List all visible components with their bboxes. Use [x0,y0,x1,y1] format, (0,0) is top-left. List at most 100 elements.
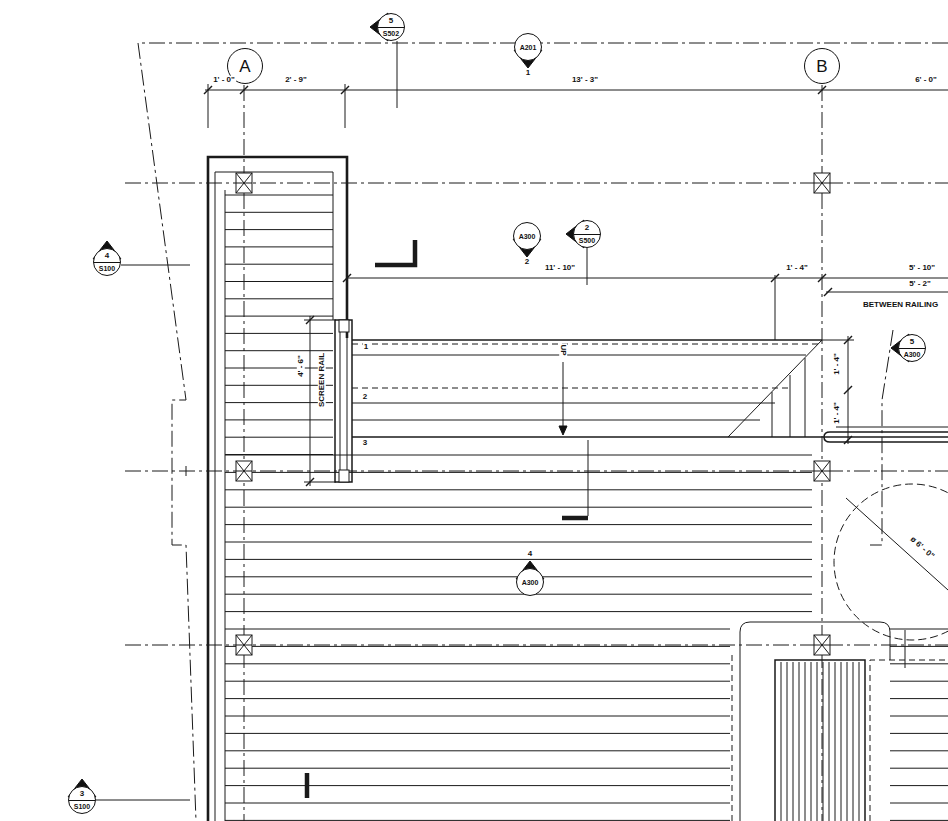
stair-tread [859,662,860,821]
grid-line [125,183,948,184]
riser-number: 2 [362,393,368,401]
dimension-text: 4' - 6" [297,354,305,378]
stair-tread [799,662,800,821]
stair-hip [728,340,822,437]
sheet-number: A300 [899,348,925,361]
column-cross [814,183,830,184]
deck-board [225,803,730,804]
landing-outline [740,622,890,821]
sheet-number: S502 [378,27,404,40]
riser-number: 1 [363,343,369,351]
deck-board [890,803,948,804]
deck-board [890,629,948,630]
section-callout: 4A300 [516,568,544,596]
extension-line [304,320,336,321]
railing [836,427,948,428]
section-callout: A3002 [513,222,541,250]
deck-board [225,663,730,664]
stair-tread [352,339,822,341]
dimension-text: 1' - 4" [785,264,809,272]
stair-riser [790,375,791,437]
deck-board [225,594,812,595]
deck-board [890,785,948,786]
stair-riser [772,392,773,437]
post-marker [339,470,349,482]
stair-tread [817,662,818,821]
deck-edge [225,190,226,821]
screen-rail [335,320,352,482]
stair-tread [823,662,824,821]
dimension-text: 1' - 0" [212,76,236,84]
section-cut [375,240,415,265]
section-callout: A2011 [514,33,542,61]
deck-board [225,385,333,386]
stair-tread [793,662,794,821]
section-leader [397,41,398,108]
column-cross [236,461,252,481]
column-marker [814,173,830,193]
deck-board [890,698,948,699]
stair-tread [835,662,836,821]
grid-label: B [805,58,839,75]
sheet-number: S100 [94,262,120,275]
deck-board [225,524,812,525]
stair-tread [352,436,948,438]
dimension-tick [824,288,832,296]
diameter-line [846,498,948,590]
deck-board [225,316,333,317]
deck-board [225,542,812,543]
screen-rail-inner [340,322,341,480]
column-cross [236,635,252,655]
stair-tread [805,662,806,821]
section-callout: 5A300 [898,334,926,362]
sheet-number: A300 [517,579,543,586]
dimension-tick [818,274,826,282]
extension-line [822,340,854,341]
column-cross [814,461,830,481]
column-cross [814,645,830,646]
deck-board [225,750,730,751]
grid-line [125,471,948,472]
column-cross [236,471,252,472]
stair-tread [811,662,812,821]
dimension-text: 13' - 3" [571,76,599,84]
column-cross [236,645,252,646]
dimension-tick [818,86,826,94]
stair-tread [352,420,760,421]
section-cut [305,773,310,798]
section-callout: 3S100 [68,786,96,814]
dimension-tick [771,274,779,282]
dimension-line [205,90,948,91]
section-callout: 2S500 [573,220,601,248]
deck-board [225,629,730,630]
deck-board [225,246,333,247]
deck-board [225,368,333,369]
section-leader [121,265,190,266]
column-cross [236,173,252,193]
deck-board [890,681,948,682]
deck-board [225,716,730,717]
detail-number: 2 [514,258,540,266]
sheet-number: S500 [574,234,600,247]
extension-line [208,84,209,128]
deck-board [225,646,730,647]
column-cross [814,635,830,655]
deck-board [225,698,730,699]
deck-board [890,820,948,821]
column-cross [236,183,252,184]
deck-board [225,333,333,334]
deck-board [890,646,948,647]
deck-board [225,455,812,456]
deck-board [225,489,812,490]
detail-number: 1 [515,69,541,77]
column-cross [236,173,252,193]
grid-line [125,645,948,646]
detail-number: 3 [69,788,95,800]
detail-number: 5 [899,336,925,348]
deck-board [225,820,730,821]
extension-line [905,630,906,668]
deck-board [225,611,812,612]
section-leader [96,800,190,801]
